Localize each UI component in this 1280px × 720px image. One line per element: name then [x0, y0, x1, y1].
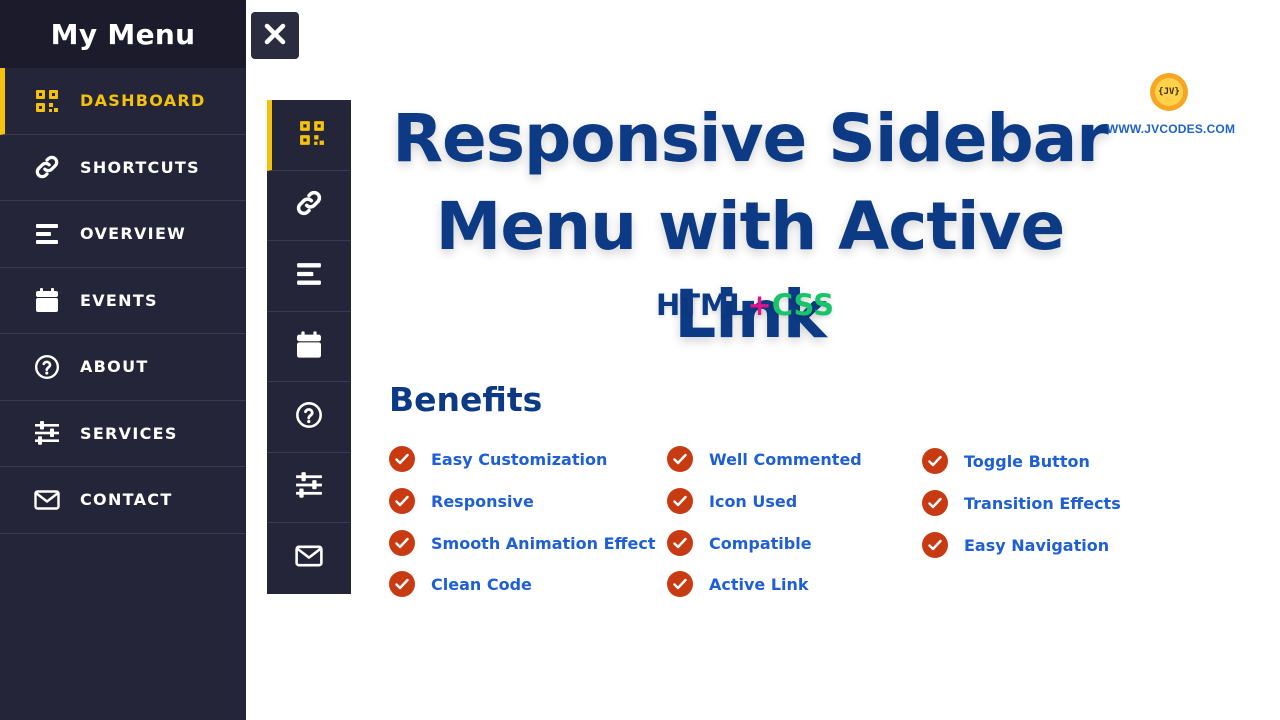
sidebar-title: My Menu: [50, 17, 196, 51]
sidebar-header: My Menu: [0, 0, 246, 68]
tech-html: HTML: [656, 288, 748, 322]
benefit-item: Easy Customization: [389, 445, 607, 473]
headline: Responsive Sidebar Menu with Active Link: [360, 95, 1140, 359]
mini-item-shortcuts[interactable]: [267, 171, 351, 241]
benefit-label: Transition Effects: [964, 493, 1121, 513]
benefit-label: Clean Code: [431, 574, 532, 594]
benefits-title: Benefits: [389, 380, 543, 419]
benefit-label: Easy Navigation: [964, 535, 1110, 555]
envelope-icon: [34, 487, 60, 513]
link-icon: [295, 189, 323, 221]
mini-item-about[interactable]: [267, 382, 351, 453]
envelope-icon: [295, 545, 323, 571]
sidebar-item-services[interactable]: SERVICES: [0, 401, 246, 467]
mini-sidebar: [267, 100, 351, 594]
tech-plus: +: [747, 288, 772, 322]
check-icon: [667, 488, 693, 514]
calendar-icon: [34, 287, 60, 313]
sidebar-item-label: DASHBOARD: [80, 91, 206, 111]
list-icon: [34, 221, 60, 247]
brand-logo-text: {JV}: [1155, 78, 1183, 106]
benefit-label: Icon Used: [709, 491, 798, 511]
sidebar-item-label: OVERVIEW: [80, 224, 187, 244]
sidebar-item-events[interactable]: EVENTS: [0, 268, 246, 334]
tech-css: CSS: [771, 288, 834, 322]
sliders-icon: [295, 472, 323, 502]
benefit-item: Active Link: [667, 570, 809, 598]
benefit-label: Easy Customization: [431, 449, 608, 469]
check-icon: [389, 488, 415, 514]
benefit-item: Transition Effects: [922, 489, 1121, 517]
sidebar: My Menu DASHBOARD SHORTCUTS: [0, 0, 246, 720]
mini-item-dashboard[interactable]: [267, 100, 351, 171]
check-icon: [389, 446, 415, 472]
sidebar-item-contact[interactable]: CONTACT: [0, 467, 246, 534]
check-icon: [667, 530, 693, 556]
close-sidebar-button[interactable]: [251, 12, 299, 59]
check-icon: [922, 532, 948, 558]
benefit-label: Toggle Button: [964, 451, 1090, 471]
link-icon: [34, 154, 60, 180]
brand-logo: {JV}: [1150, 73, 1188, 111]
sliders-icon: [34, 420, 60, 446]
benefit-item: Compatible: [667, 529, 812, 557]
sidebar-item-label: SERVICES: [80, 423, 178, 443]
mini-item-services[interactable]: [267, 453, 351, 523]
benefit-label: Smooth Animation Effect: [431, 533, 656, 553]
benefit-item: Easy Navigation: [922, 531, 1109, 559]
close-icon: [264, 23, 286, 49]
mini-item-overview[interactable]: [267, 241, 351, 312]
calendar-icon: [297, 331, 321, 362]
benefit-item: Toggle Button: [922, 447, 1090, 475]
tech-stack: HTML+CSS: [560, 288, 930, 322]
benefit-item: Clean Code: [389, 570, 532, 598]
dashboard-icon: [34, 88, 60, 114]
mini-item-contact[interactable]: [267, 523, 351, 594]
sidebar-item-label: CONTACT: [80, 490, 173, 510]
headline-line-2: Menu with Active Link: [435, 188, 1066, 353]
question-icon: [34, 354, 60, 380]
benefit-item: Responsive: [389, 487, 534, 515]
benefit-item: Smooth Animation Effect: [389, 529, 655, 557]
sidebar-item-shortcuts[interactable]: SHORTCUTS: [0, 135, 246, 201]
check-icon: [389, 571, 415, 597]
check-icon: [667, 446, 693, 472]
benefit-label: Active Link: [709, 574, 809, 594]
mini-item-events[interactable]: [267, 312, 351, 382]
sidebar-item-label: SHORTCUTS: [80, 157, 200, 177]
sidebar-item-about[interactable]: ABOUT: [0, 334, 246, 401]
check-icon: [389, 530, 415, 556]
headline-line-1: Responsive Sidebar: [392, 100, 1109, 177]
sidebar-item-overview[interactable]: OVERVIEW: [0, 201, 246, 268]
benefit-item: Icon Used: [667, 487, 797, 515]
check-icon: [922, 448, 948, 474]
sidebar-item-label: ABOUT: [80, 357, 149, 377]
check-icon: [667, 571, 693, 597]
benefit-label: Compatible: [709, 533, 812, 553]
list-icon: [295, 261, 323, 291]
check-icon: [922, 490, 948, 516]
benefit-item: Well Commented: [667, 445, 862, 473]
sidebar-item-dashboard[interactable]: DASHBOARD: [0, 68, 246, 135]
benefit-label: Well Commented: [709, 449, 862, 469]
dashboard-icon: [299, 120, 325, 150]
sidebar-item-label: EVENTS: [80, 290, 158, 310]
site-url: WWW.JVCODES.COM: [1106, 122, 1236, 136]
question-icon: [295, 401, 323, 433]
benefit-label: Responsive: [431, 491, 534, 511]
